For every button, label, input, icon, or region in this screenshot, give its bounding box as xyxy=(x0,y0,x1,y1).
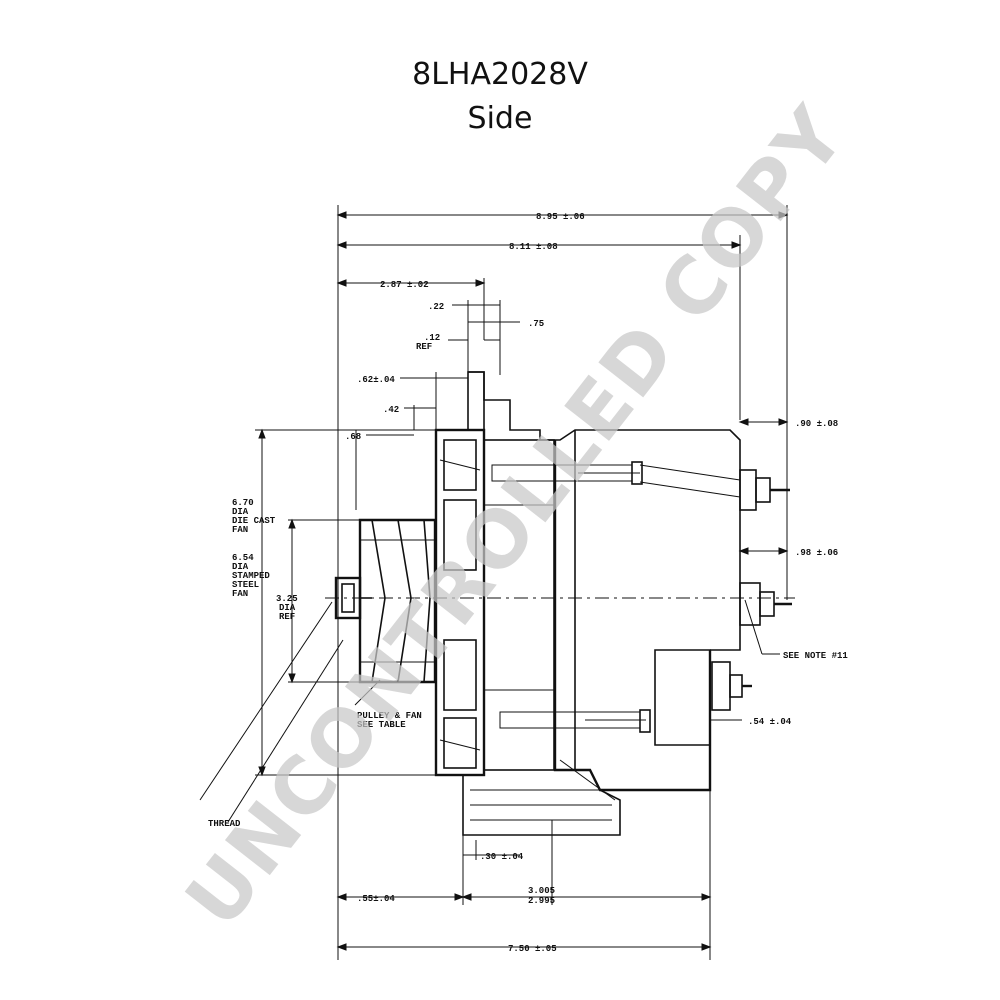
dim-062: .62±.04 xyxy=(357,375,395,385)
svg-text:SEE TABLE: SEE TABLE xyxy=(357,720,406,730)
shaft-nut xyxy=(334,576,372,620)
dim-012: .12 xyxy=(424,333,440,343)
svg-text:DIA: DIA xyxy=(232,562,249,572)
dim-bottom-2995: 2.995 xyxy=(528,896,555,906)
model-title: 8LHA2028V xyxy=(412,57,588,92)
svg-text:3.25: 3.25 xyxy=(276,594,298,604)
dim-bottom-overall: 7.50 ±.05 xyxy=(508,944,557,954)
dim-flange-to-face: 2.87 ±.02 xyxy=(380,280,429,290)
svg-text:PULLEY & FAN: PULLEY & FAN xyxy=(357,711,422,721)
pulley-dia-label: 3.25 DIA REF xyxy=(276,594,298,622)
svg-text:DIE CAST: DIE CAST xyxy=(232,516,276,526)
svg-text:STAMPED: STAMPED xyxy=(232,571,270,581)
dim-mid-right-terminal: .98 ±.06 xyxy=(795,548,838,558)
dim-068: .68 xyxy=(345,432,361,442)
dim-bottom-030: .30 ±.04 xyxy=(480,852,524,862)
svg-text:DIA: DIA xyxy=(279,603,296,613)
dim-022: .22 xyxy=(428,302,444,312)
svg-text:FAN: FAN xyxy=(232,525,248,535)
dim-bottom-055: .55±.04 xyxy=(357,894,395,904)
svg-text:6.70: 6.70 xyxy=(232,498,254,508)
dim-body-width: 8.11 ±.08 xyxy=(509,242,558,252)
thread-label: THREAD xyxy=(208,819,241,829)
dim-top-right-terminal: .90 ±.08 xyxy=(795,419,838,429)
dimension-lines xyxy=(199,205,789,960)
dim-overall-width: 8.95 ±.06 xyxy=(536,212,585,222)
svg-text:6.54: 6.54 xyxy=(232,553,254,563)
svg-text:STEEL: STEEL xyxy=(232,580,259,590)
dim-012-ref: REF xyxy=(416,342,432,352)
view-subtitle: Side xyxy=(467,101,533,136)
dim-bottom-3005: 3.005 xyxy=(528,886,555,896)
dim-right-lower: .54 ±.04 xyxy=(748,717,792,727)
svg-text:FAN: FAN xyxy=(232,589,248,599)
see-note-label: SEE NOTE #11 xyxy=(783,651,848,661)
die-cast-fan-label: 6.70 DIA DIE CAST FAN xyxy=(232,498,276,535)
pulley-fan-note: PULLEY & FAN SEE TABLE xyxy=(357,711,422,730)
dim-075: .75 xyxy=(528,319,544,329)
dim-042: .42 xyxy=(383,405,399,415)
svg-text:REF: REF xyxy=(279,612,295,622)
stamped-fan-label: 6.54 DIA STAMPED STEEL FAN xyxy=(232,553,270,599)
alternator-body xyxy=(462,371,792,836)
svg-text:DIA: DIA xyxy=(232,507,249,517)
pulley xyxy=(358,518,437,684)
